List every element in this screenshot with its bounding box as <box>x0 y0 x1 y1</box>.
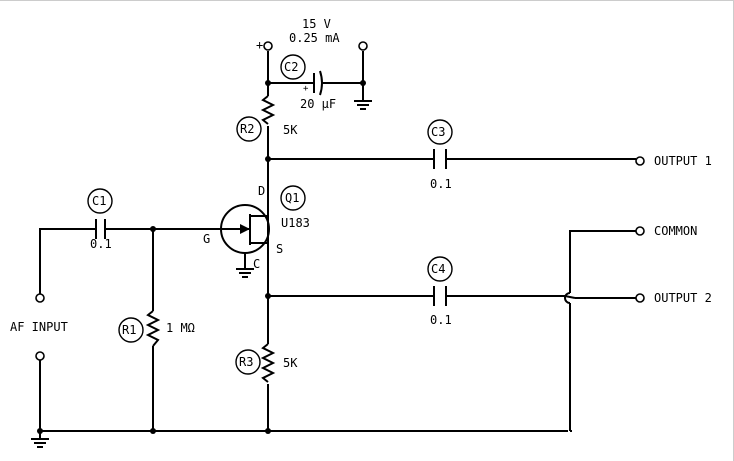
af-input-label: AF INPUT <box>10 320 68 334</box>
r2-value: 5K <box>283 123 298 137</box>
ground-icon-jfet <box>236 253 254 278</box>
output2-wire <box>268 295 636 299</box>
r3-resistor <box>260 343 276 383</box>
c2-capacitor <box>313 70 323 96</box>
r1-ref: R1 <box>122 323 136 337</box>
c3-value: 0.1 <box>430 177 452 191</box>
common-label: COMMON <box>654 224 697 238</box>
output1-terminal[interactable] <box>635 156 645 166</box>
r2-ref: R2 <box>240 122 254 136</box>
ground-icon-input <box>31 431 49 448</box>
output2-label: OUTPUT 2 <box>654 291 712 305</box>
pin-c-label: C <box>253 257 260 271</box>
r2-resistor <box>260 95 276 125</box>
r3-value: 5K <box>283 356 298 370</box>
c4-ref: C4 <box>431 262 445 276</box>
r1-resistor <box>145 310 161 347</box>
supply-voltage: 15 V <box>302 17 331 31</box>
c1-ref: C1 <box>92 194 106 208</box>
r1-value: 1 MΩ <box>166 321 195 335</box>
supply-plus-terminal[interactable] <box>263 41 273 51</box>
svg-text:+: + <box>303 84 309 94</box>
common-terminal[interactable] <box>635 226 645 236</box>
q1-ref: Q1 <box>285 191 299 205</box>
c2-ref: C2 <box>284 60 298 74</box>
c1-value: 0.1 <box>90 237 112 251</box>
pin-s-label: S <box>276 242 283 256</box>
c2-value: 20 µF <box>300 97 336 111</box>
pin-d-label: D <box>258 184 265 198</box>
af-input-ground-terminal[interactable] <box>35 351 45 361</box>
ground-icon-supply <box>354 100 372 110</box>
supply-minus-terminal[interactable] <box>358 41 368 51</box>
wire-crossover <box>564 292 571 304</box>
pin-g-label: G <box>203 232 210 246</box>
c3-ref: C3 <box>431 125 445 139</box>
c1-capacitor <box>95 219 106 239</box>
c4-value: 0.1 <box>430 313 452 327</box>
q1-part: U183 <box>281 216 310 230</box>
r3-ref: R3 <box>239 355 253 369</box>
output1-label: OUTPUT 1 <box>654 154 712 168</box>
jfet-q1 <box>170 204 270 278</box>
c4-capacitor <box>433 286 447 306</box>
output2-terminal[interactable] <box>635 293 645 303</box>
plus-label: + <box>256 38 263 52</box>
c3-capacitor <box>433 149 447 169</box>
af-input-terminal[interactable] <box>35 293 45 303</box>
supply-current: 0.25 mA <box>289 31 340 45</box>
